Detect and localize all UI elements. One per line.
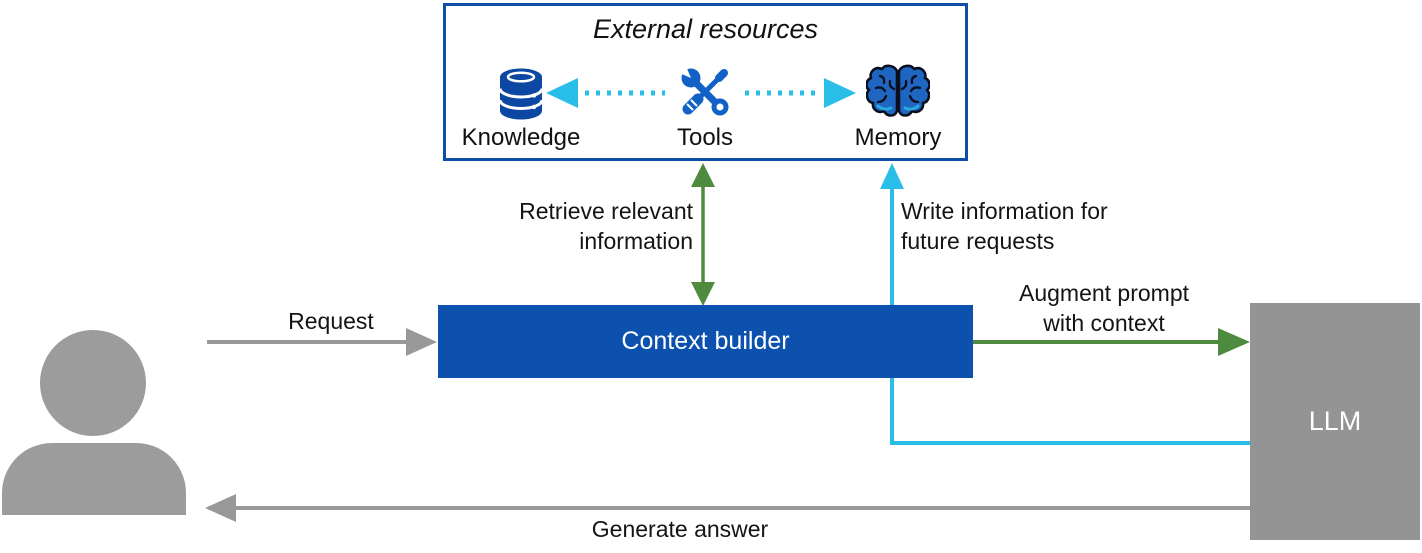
retrieve-arrow <box>691 163 715 306</box>
user-icon <box>0 330 190 515</box>
retrieve-label-line1: Retrieve relevant <box>519 198 693 224</box>
tools-item: Tools <box>630 58 780 152</box>
write-label-line2: future requests <box>901 228 1055 254</box>
tools-to-memory-dotted-arrow <box>745 78 856 108</box>
request-arrow <box>207 328 437 356</box>
knowledge-label: Knowledge <box>461 124 581 151</box>
retrieve-label-line2: information <box>579 228 693 254</box>
memory-label: Memory <box>854 124 942 151</box>
external-resources-title: External resources <box>592 14 819 44</box>
generate-answer-arrow <box>205 494 1250 522</box>
tools-icon <box>677 58 733 120</box>
augment-prompt-arrow <box>973 328 1250 356</box>
write-memory-arrow <box>880 163 1250 445</box>
write-label-line1: Write information for <box>901 198 1108 224</box>
request-label: Request <box>288 308 374 334</box>
memory-item: Memory <box>823 58 973 152</box>
llm-label: LLM <box>1308 406 1362 436</box>
tools-label: Tools <box>676 124 734 151</box>
augment-label-line2: with context <box>1043 310 1165 336</box>
brain-icon <box>866 58 930 120</box>
tools-to-knowledge-dotted-arrow <box>546 78 665 108</box>
dotted-arrows-layer <box>546 78 856 108</box>
retrieve-label: Retrieve relevant information <box>433 196 693 256</box>
user-head-shape <box>40 330 146 436</box>
external-resources-panel: External resources <box>443 3 968 161</box>
augment-label: Augment prompt with context <box>994 278 1214 338</box>
augment-label-line1: Augment prompt <box>1018 280 1190 306</box>
knowledge-item: Knowledge <box>446 58 596 152</box>
database-icon <box>496 58 546 120</box>
user-torso-shape <box>2 443 186 515</box>
context-builder-node: Context builder <box>438 305 973 378</box>
context-builder-label: Context builder <box>621 327 790 355</box>
llm-node: LLM <box>1250 303 1420 540</box>
generate-answer-label: Generate answer <box>591 516 769 542</box>
write-label: Write information for future requests <box>901 196 1181 256</box>
